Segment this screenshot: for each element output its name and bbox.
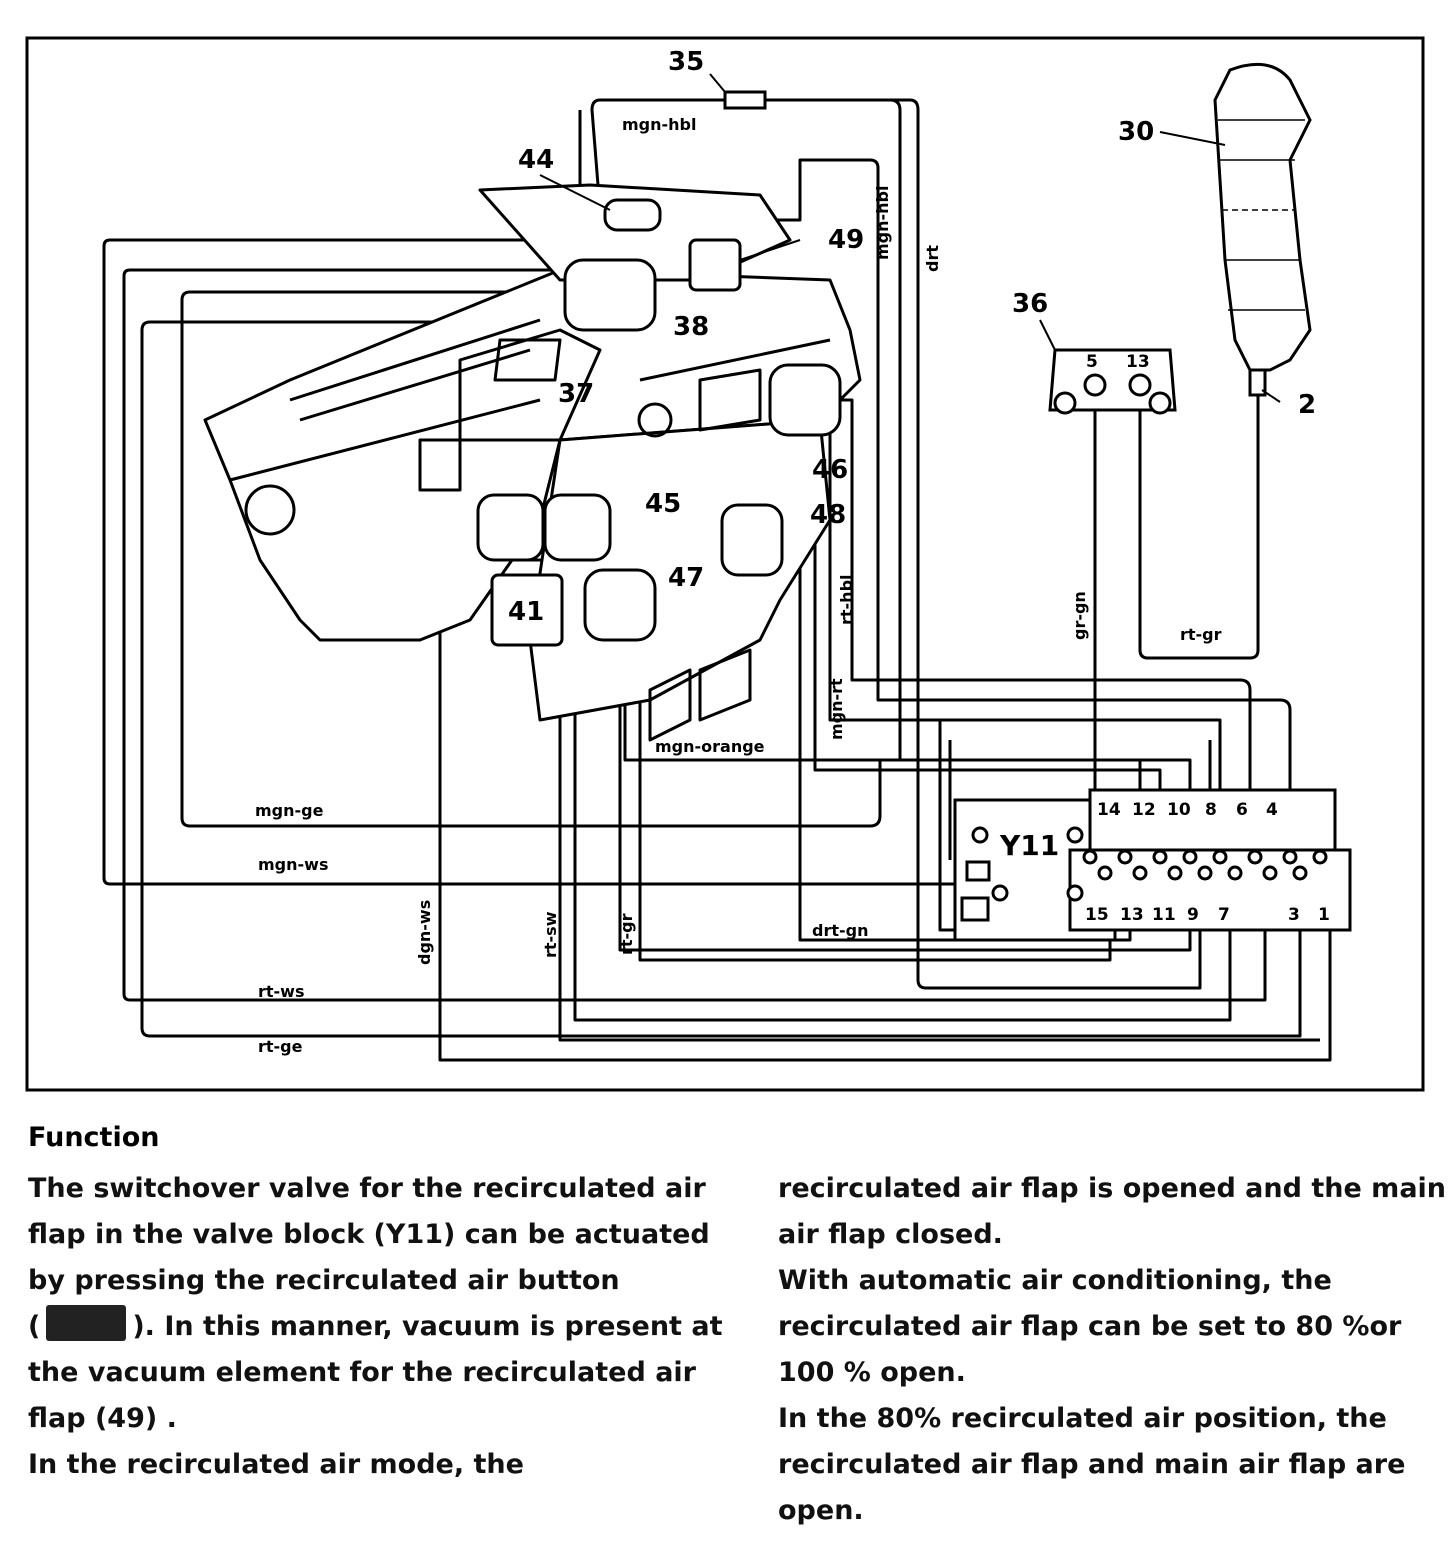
wire-label-rt-gr-left: rt-gr (617, 913, 636, 955)
valve-port-bottom-11: 11 (1152, 905, 1176, 925)
valve-ports-bottom (1097, 865, 1308, 881)
connector-36-ports: 5 13 (1086, 352, 1150, 372)
vacuum-element-45-a (476, 493, 545, 562)
valve-block-y11 (953, 788, 1352, 942)
label-30: 30 (1118, 117, 1154, 147)
valve-port-bottom-9: 9 (1187, 905, 1199, 925)
valve-block-name: Y11 (999, 829, 1059, 862)
label-2: 2 (1298, 390, 1316, 420)
valve-port-top-8: 8 (1205, 800, 1217, 820)
valve-block-labels: Y11 14 12 10 8 6 4 15 13 11 9 7 3 1 (999, 800, 1330, 925)
vacuum-elements (476, 198, 842, 647)
label-36: 36 (1012, 289, 1048, 319)
wire-label-mgn-rt: mgn-rt (827, 678, 846, 740)
wire-label-rt-sw: rt-sw (541, 911, 560, 958)
leader-lines (539, 131, 1281, 403)
left-column-text: The switchover valve for the recirculate… (28, 1166, 723, 1488)
vacuum-element-45-b (543, 493, 612, 562)
fitting-35 (709, 73, 767, 110)
connector-36 (1048, 348, 1177, 415)
valve-port-top-14: 14 (1097, 800, 1121, 820)
diagram-frame (25, 36, 1425, 1092)
text-line: In the recirculated air mode, the (28, 1449, 524, 1480)
label-41: 41 (508, 597, 544, 627)
valve-port-top-4: 4 (1266, 800, 1278, 820)
label-46: 46 (812, 455, 848, 485)
text-line: recirculated air flap and main air flap … (778, 1449, 1406, 1480)
wire-label-dgn-ws: dgn-ws (415, 900, 434, 965)
wire-labels: mgn-hbl mgn-hbl drt rt-hbl mgn-rt gr-gn … (255, 115, 1222, 1056)
vacuum-reservoir-30 (1213, 62, 1312, 397)
label-38: 38 (673, 312, 709, 342)
text-line: recirculated air flap is opened and the … (778, 1173, 1447, 1204)
wire-label-mgn-hbl-vert: mgn-hbl (873, 186, 892, 260)
valve-port-bottom-13: 13 (1120, 905, 1144, 925)
text-line: air flap closed. (778, 1219, 1003, 1250)
vacuum-element-46 (768, 363, 842, 437)
vacuum-element-47 (583, 568, 657, 642)
text-line: With automatic air conditioning, the (778, 1265, 1332, 1296)
valve-port-bottom-15: 15 (1085, 905, 1109, 925)
wire-label-gr-gn: gr-gn (1070, 591, 1089, 640)
text-line: flap in the valve block (Y11) can be act… (28, 1219, 710, 1250)
wire-label-drt-gn: drt-gn (812, 921, 868, 940)
label-48: 48 (810, 500, 846, 530)
text-line: the vacuum element for the recirculated … (28, 1357, 696, 1388)
valve-port-top-6: 6 (1236, 800, 1248, 820)
wire-label-mgn-ge: mgn-ge (255, 801, 324, 820)
text-line: In the 80% recirculated air position, th… (778, 1403, 1387, 1434)
wire-label-drt: drt (923, 245, 942, 272)
label-47: 47 (668, 563, 704, 593)
label-37: 37 (558, 379, 594, 409)
wire-label-mgn-orange: mgn-orange (655, 737, 765, 756)
section-heading: Function (28, 1122, 160, 1153)
wire-label-rt-ge: rt-ge (258, 1037, 303, 1056)
text-line: open. (778, 1495, 864, 1526)
vacuum-diagram: 35 44 30 49 36 38 37 2 46 45 48 41 47 mg… (25, 36, 1425, 1092)
text-line: The switchover valve for the recirculate… (28, 1173, 706, 1204)
label-45: 45 (645, 489, 681, 519)
wire-label-rt-gr-right: rt-gr (1180, 625, 1222, 644)
valve-port-bottom-1: 1 (1318, 905, 1330, 925)
valve-port-top-10: 10 (1167, 800, 1191, 820)
wire-label-rt-hbl: rt-hbl (837, 574, 856, 625)
wire-label-rt-ws: rt-ws (258, 982, 304, 1001)
valve-port-bottom-7: 7 (1218, 905, 1230, 925)
valve-ports-top (1082, 849, 1328, 865)
vacuum-element-41 (490, 573, 564, 647)
text-line-rest: ). In this manner, vacuum is present at (132, 1311, 723, 1342)
valve-port-bottom-3: 3 (1288, 905, 1300, 925)
recirculated-air-button-icon (46, 1305, 127, 1341)
valve-port-top-12: 12 (1132, 800, 1156, 820)
vacuum-element-44 (603, 198, 662, 232)
connector-port-5: 5 (1086, 352, 1098, 372)
label-44: 44 (518, 145, 554, 175)
connector-port-13: 13 (1126, 352, 1150, 372)
wire-label-mgn-ws: mgn-ws (258, 855, 328, 874)
text-line-with-button: ( ). In this manner, vacuum is present at (28, 1304, 723, 1350)
text-line: flap (49) . (28, 1403, 177, 1434)
text-line: by pressing the recirculated air button (28, 1265, 620, 1296)
label-49: 49 (828, 225, 864, 255)
vacuum-element-48 (720, 503, 784, 577)
text-line: 100 % open. (778, 1357, 966, 1388)
vacuum-element-38 (563, 258, 657, 332)
paren-open: ( (28, 1311, 41, 1342)
text-line: recirculated air flap can be set to 80 %… (778, 1311, 1402, 1342)
right-column-text: recirculated air flap is opened and the … (778, 1166, 1446, 1534)
label-35: 35 (668, 47, 704, 77)
component-numbers: 35 44 30 49 36 38 37 2 46 45 48 41 47 (508, 47, 1316, 627)
wire-label-mgn-hbl-top: mgn-hbl (622, 115, 696, 134)
hvac-housing (203, 183, 862, 742)
vacuum-element-49 (688, 238, 742, 292)
